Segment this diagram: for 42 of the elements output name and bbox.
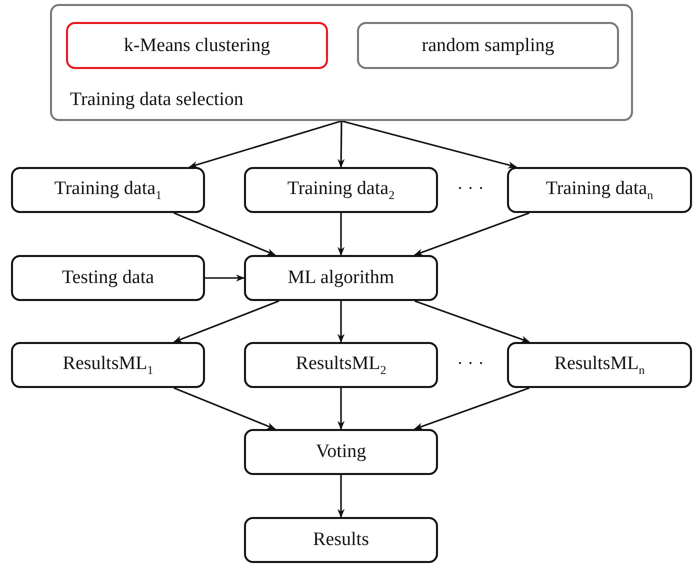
- process-box: [244, 429, 438, 475]
- arrow: [414, 387, 530, 430]
- arrow: [337, 475, 345, 518]
- process-box: [11, 255, 205, 301]
- box-label: ResultsML$_{2}$: [296, 352, 386, 378]
- box-label: k-Means clustering: [124, 34, 270, 56]
- arrow: [338, 121, 345, 168]
- box-label: Results: [313, 529, 369, 551]
- ellipsis: · · ·: [457, 353, 484, 374]
- arrow: [188, 120, 342, 168]
- process-box: [507, 342, 692, 388]
- box-label: Training data$_{1}$: [54, 178, 162, 202]
- box-label: Testing data: [62, 267, 154, 289]
- process-box: [244, 342, 438, 388]
- box-label: Training data$_{2}$: [287, 178, 395, 202]
- box-label: ResultsML$_{1}$: [62, 352, 154, 378]
- arrow: [341, 120, 518, 168]
- box-label: Training data$_{n}$: [546, 178, 654, 202]
- box-label: random sampling: [422, 34, 554, 56]
- arrow: [205, 274, 245, 282]
- arrow: [337, 388, 345, 430]
- arrow: [174, 387, 276, 430]
- box-label: ML algorithm: [288, 267, 394, 289]
- process-box: [507, 167, 692, 213]
- process-box: [11, 342, 205, 388]
- arrow: [414, 212, 530, 256]
- process-box: [244, 517, 438, 563]
- arrow: [174, 212, 276, 256]
- group-title: Training data selection: [70, 89, 244, 111]
- arrow: [173, 300, 280, 343]
- process-box: [244, 167, 438, 213]
- arrow: [337, 301, 345, 343]
- box-label: Voting: [316, 441, 366, 463]
- group-box: [50, 4, 633, 121]
- box-label: ResultsML$_{n}$: [554, 352, 645, 378]
- arrow: [414, 300, 530, 343]
- arrow: [337, 213, 345, 256]
- process-box: [11, 167, 205, 213]
- process-box: [357, 22, 619, 69]
- process-box: [66, 22, 328, 69]
- process-box: [244, 255, 438, 301]
- ellipsis: · · ·: [457, 178, 484, 199]
